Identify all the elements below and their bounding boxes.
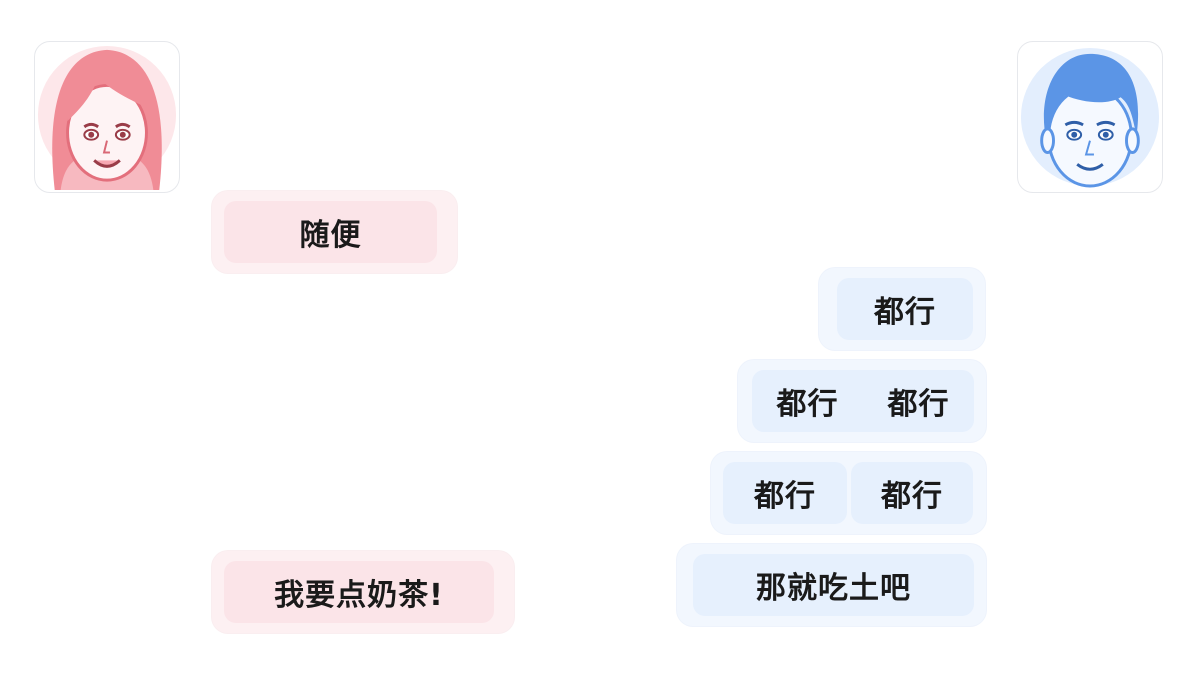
bubble-inner: 都行: [837, 278, 973, 340]
bubble-inner: 那就吃土吧: [693, 554, 974, 616]
message-text: 随便: [299, 218, 362, 253]
message-bubble-right: 都行 都行: [738, 360, 986, 442]
message-text: 我要点奶茶!: [274, 578, 444, 613]
male-avatar-icon: [1017, 41, 1163, 193]
bubble-inner: 我要点奶茶!: [224, 561, 494, 623]
message-text: 都行: [874, 295, 936, 330]
message-bubble-right: 都行 都行: [711, 452, 986, 534]
bubble-inner: 都行 都行: [752, 370, 974, 432]
message-bubble-left: 随便: [212, 191, 457, 273]
message-text: 都行: [754, 479, 816, 514]
message-bubble-right: 都行: [819, 268, 985, 350]
message-text: 都行: [776, 387, 839, 422]
bubble-inner: 随便: [224, 201, 437, 263]
bubble-inner: 都行: [723, 462, 847, 524]
message-bubble-left: 我要点奶茶!: [212, 551, 514, 633]
message-bubble-right: 那就吃土吧: [677, 544, 986, 626]
message-text: 那就吃土吧: [756, 571, 911, 606]
bubble-inner: 都行: [851, 462, 973, 524]
message-text: 都行: [887, 387, 950, 422]
female-avatar-icon: [34, 41, 180, 193]
message-text: 都行: [881, 479, 943, 514]
